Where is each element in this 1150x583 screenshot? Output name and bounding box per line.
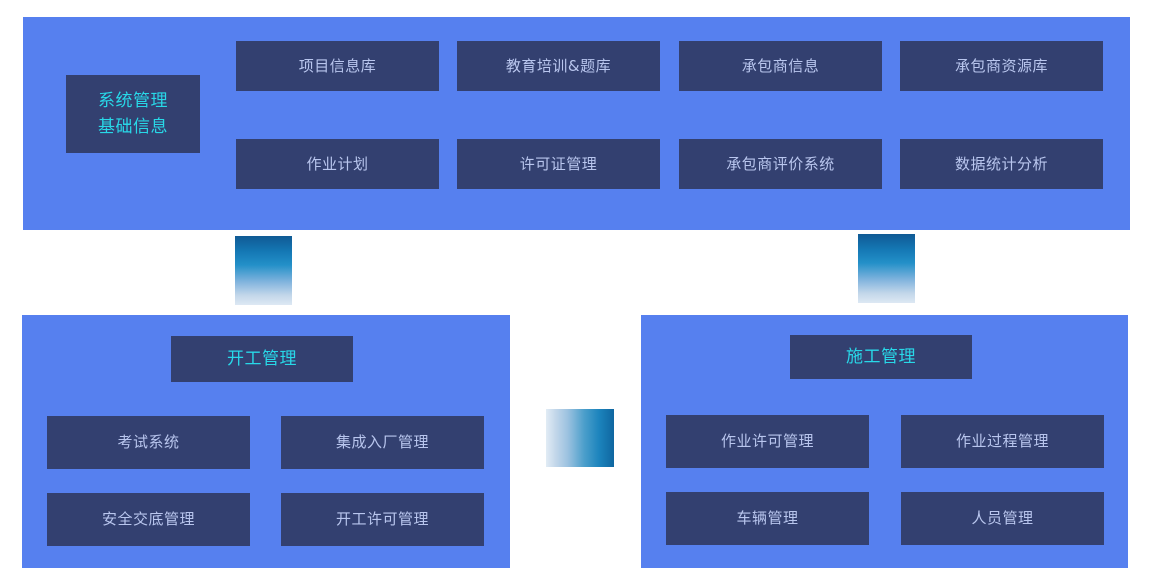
module-box-vehicle-management[interactable]: 车辆管理 xyxy=(666,492,869,545)
module-box-contractor-resource-library[interactable]: 承包商资源库 xyxy=(900,41,1103,91)
right-connector-gradient xyxy=(858,234,915,303)
module-box-data-statistics-analysis[interactable]: 数据统计分析 xyxy=(900,139,1103,189)
module-box-work-permit-management[interactable]: 作业许可管理 xyxy=(666,415,869,468)
module-box-personnel-management[interactable]: 人员管理 xyxy=(901,492,1104,545)
construction-management-title-box[interactable]: 施工管理 xyxy=(790,335,972,379)
module-box-integrated-plant-entry-management[interactable]: 集成入厂管理 xyxy=(281,416,484,469)
module-label: 集成入厂管理 xyxy=(335,433,429,452)
module-box-exam-system[interactable]: 考试系统 xyxy=(47,416,250,469)
module-label: 教育培训&题库 xyxy=(505,56,612,75)
module-label: 安全交底管理 xyxy=(101,510,195,529)
module-label: 承包商资源库 xyxy=(954,56,1048,75)
module-box-project-info-library[interactable]: 项目信息库 xyxy=(236,41,439,91)
module-box-contractor-info[interactable]: 承包商信息 xyxy=(679,41,882,91)
panel-title-label: 施工管理 xyxy=(846,346,916,367)
module-box-start-work-permit-management[interactable]: 开工许可管理 xyxy=(281,493,484,546)
bottom-right-panel: 施工管理 作业许可管理 作业过程管理 车辆管理 人员管理 xyxy=(641,315,1128,568)
module-box-work-process-management[interactable]: 作业过程管理 xyxy=(901,415,1104,468)
module-label: 数据统计分析 xyxy=(954,154,1048,173)
module-label: 许可证管理 xyxy=(519,154,598,173)
module-label: 承包商评价系统 xyxy=(726,154,835,173)
header-line-2: 基础信息 xyxy=(98,117,168,137)
start-work-management-title-box[interactable]: 开工管理 xyxy=(171,336,353,382)
system-management-header-box[interactable]: 系统管理 基础信息 xyxy=(66,75,200,153)
module-label: 开工许可管理 xyxy=(335,510,429,529)
module-box-permit-management[interactable]: 许可证管理 xyxy=(457,139,660,189)
panel-title-label: 开工管理 xyxy=(227,348,297,369)
module-label: 人员管理 xyxy=(971,509,1034,528)
module-label: 项目信息库 xyxy=(298,56,377,75)
module-box-safety-briefing-management[interactable]: 安全交底管理 xyxy=(47,493,250,546)
module-box-contractor-evaluation-system[interactable]: 承包商评价系统 xyxy=(679,139,882,189)
top-panel: 系统管理 基础信息 项目信息库 教育培训&题库 承包商信息 承包商资源库 作业计… xyxy=(23,17,1130,230)
bottom-left-panel: 开工管理 考试系统 集成入厂管理 安全交底管理 开工许可管理 xyxy=(22,315,510,568)
module-box-work-plan[interactable]: 作业计划 xyxy=(236,139,439,189)
middle-connector-gradient xyxy=(546,409,614,467)
header-line-1: 系统管理 xyxy=(98,90,168,111)
module-label: 作业计划 xyxy=(306,154,369,173)
module-label: 作业过程管理 xyxy=(955,432,1049,451)
module-label: 作业许可管理 xyxy=(720,432,814,451)
module-label: 考试系统 xyxy=(117,433,180,452)
left-connector-gradient xyxy=(235,236,292,305)
module-label: 承包商信息 xyxy=(741,56,820,75)
module-label: 车辆管理 xyxy=(736,509,799,528)
module-box-education-training-question-bank[interactable]: 教育培训&题库 xyxy=(457,41,660,91)
